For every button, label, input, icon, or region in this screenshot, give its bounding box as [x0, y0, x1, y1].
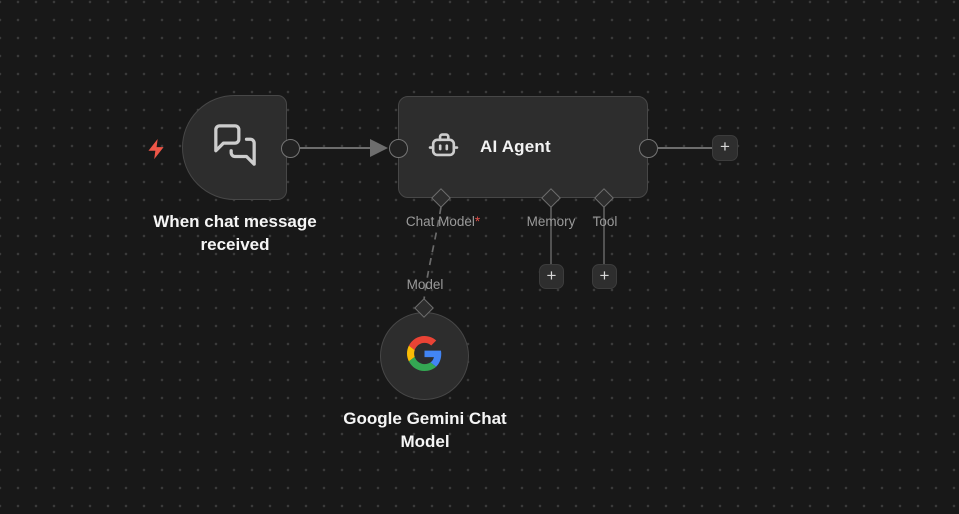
add-tool-button[interactable]: + — [592, 264, 617, 289]
agent-input-port[interactable] — [389, 139, 408, 158]
agent-node-title: AI Agent — [480, 137, 551, 156]
node-google-gemini-chat-model[interactable] — [380, 312, 469, 400]
node-when-chat-message-received[interactable] — [182, 95, 287, 200]
trigger-lightning-icon — [145, 136, 168, 167]
gemini-node-title: Google Gemini Chat Model — [343, 409, 507, 451]
trigger-output-port[interactable] — [281, 139, 300, 158]
add-memory-button[interactable]: + — [539, 264, 564, 289]
tool-port-label: Tool — [592, 214, 618, 229]
memory-port-label: Memory — [526, 214, 576, 229]
robot-icon — [427, 128, 460, 166]
add-next-node-button[interactable]: + — [712, 135, 738, 161]
node-ai-agent[interactable]: AI Agent — [398, 96, 648, 198]
chat-bubbles-icon — [212, 122, 258, 173]
agent-output-port[interactable] — [639, 139, 658, 158]
gemini-model-port-label: Model — [406, 277, 444, 292]
google-g-icon — [407, 336, 442, 376]
trigger-node-title: When chat message received — [153, 212, 317, 254]
required-asterisk: * — [474, 214, 481, 229]
chat-model-port-label: Chat Model* — [405, 214, 481, 229]
